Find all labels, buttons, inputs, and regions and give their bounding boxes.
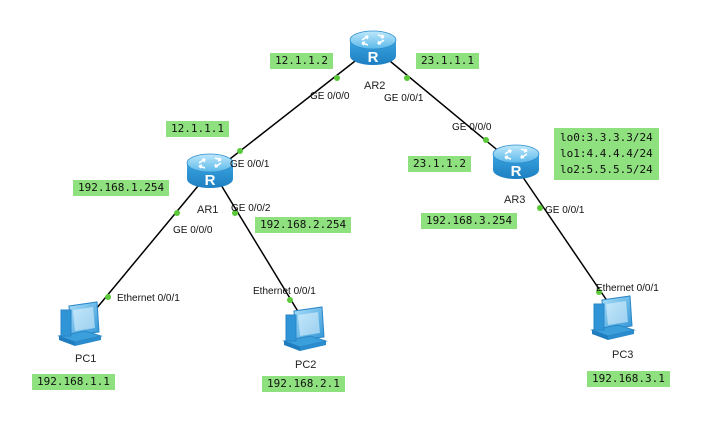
ip-label-pc1: 192.168.1.1 [32, 374, 115, 390]
ip-label-ar1-lan2: 192.168.2.254 [255, 217, 352, 233]
port-label-pc1-eth: Ethernet 0/0/1 [117, 293, 180, 304]
port-label-pc3-eth: Ethernet 0/0/1 [596, 283, 659, 294]
port-dot [237, 148, 243, 154]
ip-label-ar3-up: 23.1.1.2 [408, 156, 471, 172]
pc1-icon[interactable] [58, 301, 102, 347]
port-label-ar1-ge001: GE 0/0/1 [230, 159, 270, 170]
device-label-ar2: AR2 [364, 80, 385, 92]
device-label-pc1: PC1 [75, 353, 96, 365]
link-ar2-ar3 [372, 46, 514, 164]
device-label-ar1: AR1 [197, 204, 218, 216]
port-label-ar3-ge001: GE 0/0/1 [545, 205, 585, 216]
device-label-pc2: PC2 [295, 359, 316, 371]
pc3-icon[interactable] [591, 295, 635, 341]
ip-label-pc2: 192.168.2.1 [262, 376, 345, 392]
port-dot [105, 294, 111, 300]
loopback-lo2: lo2:5.5.5.5/24 [560, 163, 653, 176]
ip-label-pc3: 192.168.3.1 [587, 371, 670, 387]
ip-label-ar3-lan: 192.168.3.254 [421, 213, 518, 229]
loopback-list: lo0:3.3.3.3/24 lo1:4.4.4.4/24 lo2:5.5.5.… [554, 128, 659, 180]
link-ar3-pc3 [517, 169, 613, 309]
port-label-ar2-ge001: GE 0/0/1 [384, 93, 424, 104]
port-dot [232, 210, 238, 216]
router-ar3-icon[interactable] [492, 144, 540, 181]
port-label-ar1-ge000: GE 0/0/0 [173, 225, 213, 236]
port-dot [483, 137, 489, 143]
port-dot [287, 297, 293, 303]
port-label-ar1-ge002: GE 0/0/2 [231, 203, 271, 214]
port-label-pc2-eth: Ethernet 0/0/1 [253, 286, 316, 297]
router-ar2-icon[interactable] [349, 30, 397, 67]
router-ar1-icon[interactable] [186, 153, 234, 190]
ip-label-ar2-right: 23.1.1.1 [416, 53, 479, 69]
ip-label-ar1-lan1: 192.168.1.254 [73, 180, 170, 196]
ip-label-ar1-up: 12.1.1.1 [166, 121, 229, 137]
link-ar1-pc2 [217, 179, 303, 319]
port-dot [596, 289, 602, 295]
pc2-icon[interactable] [283, 306, 327, 352]
link-ar1-pc1 [90, 179, 204, 316]
loopback-lo0: lo0:3.3.3.3/24 [560, 131, 653, 144]
ip-label-ar2-left: 12.1.1.2 [270, 53, 333, 69]
port-dot [174, 210, 180, 216]
port-dot [537, 205, 543, 211]
port-label-ar2-ge000: GE 0/0/0 [310, 91, 350, 102]
port-dot [334, 75, 340, 81]
device-label-pc3: PC3 [612, 349, 633, 361]
port-dot [404, 75, 410, 81]
loopback-lo1: lo1:4.4.4.4/24 [560, 147, 653, 160]
port-label-ar3-ge000: GE 0/0/0 [452, 122, 492, 133]
device-label-ar3: AR3 [504, 194, 525, 206]
